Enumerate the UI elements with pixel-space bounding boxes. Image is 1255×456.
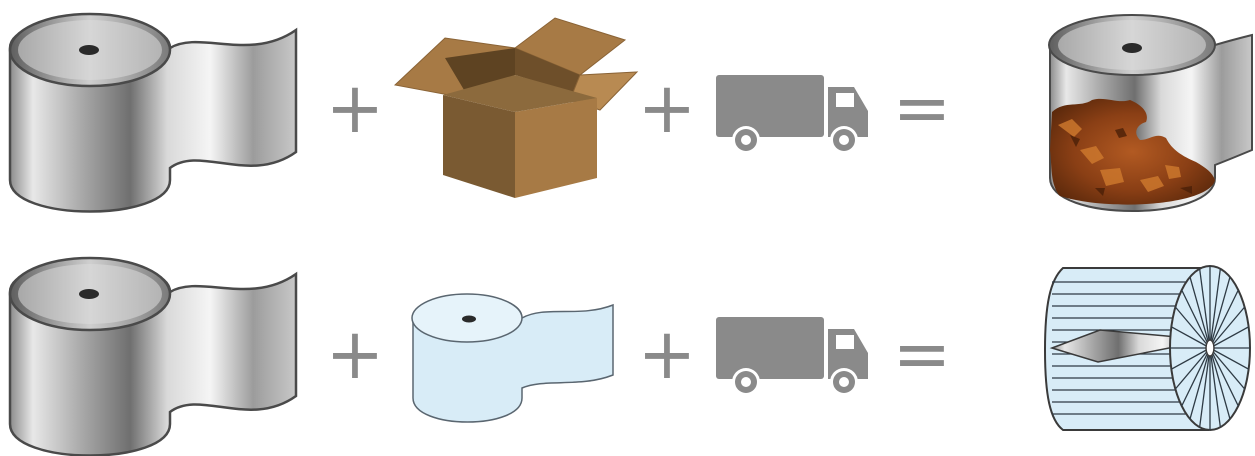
spoke-line — [1209, 347, 1239, 407]
spoke-line — [1171, 347, 1211, 370]
coil-hole-icon — [79, 289, 99, 299]
cardboard-box — [393, 17, 639, 198]
spoke-line — [1181, 289, 1211, 349]
spoke-line — [1209, 289, 1239, 349]
spoke-line — [1171, 326, 1211, 349]
delivery-truck-icon — [716, 317, 868, 396]
roll-hole-icon — [462, 315, 476, 323]
delivery-truck-icon — [716, 75, 868, 154]
spoke-line — [1209, 276, 1231, 349]
spoke-line — [1189, 276, 1211, 349]
plus-operator: + — [638, 313, 697, 395]
metal-coil — [8, 256, 298, 456]
spoke-line — [1209, 347, 1246, 390]
spoke-line — [1209, 347, 1221, 428]
rusted-coil — [1048, 14, 1253, 212]
spoke-line — [1174, 347, 1211, 390]
spoke-line — [1181, 347, 1211, 407]
wrapped-coil — [1043, 265, 1251, 431]
spoke-line — [1199, 268, 1211, 349]
metal-coil — [8, 12, 298, 213]
plus-operator: + — [326, 313, 385, 395]
protective-film-roll — [411, 293, 614, 423]
equals-operator: = — [893, 67, 952, 149]
spoke-line — [1209, 268, 1221, 349]
spoke-line — [1199, 347, 1211, 428]
equals-operator: = — [893, 313, 952, 395]
spoke-line — [1209, 306, 1246, 349]
coil-end-spokes — [1170, 266, 1250, 430]
plus-operator: + — [326, 67, 385, 149]
coil-hole-icon — [79, 45, 99, 55]
spoke-line — [1189, 347, 1211, 420]
spoke-line — [1174, 306, 1211, 349]
plus-operator: + — [638, 67, 697, 149]
spoke-line — [1209, 347, 1231, 420]
spoke-line — [1209, 347, 1249, 370]
spoke-line — [1209, 326, 1249, 349]
